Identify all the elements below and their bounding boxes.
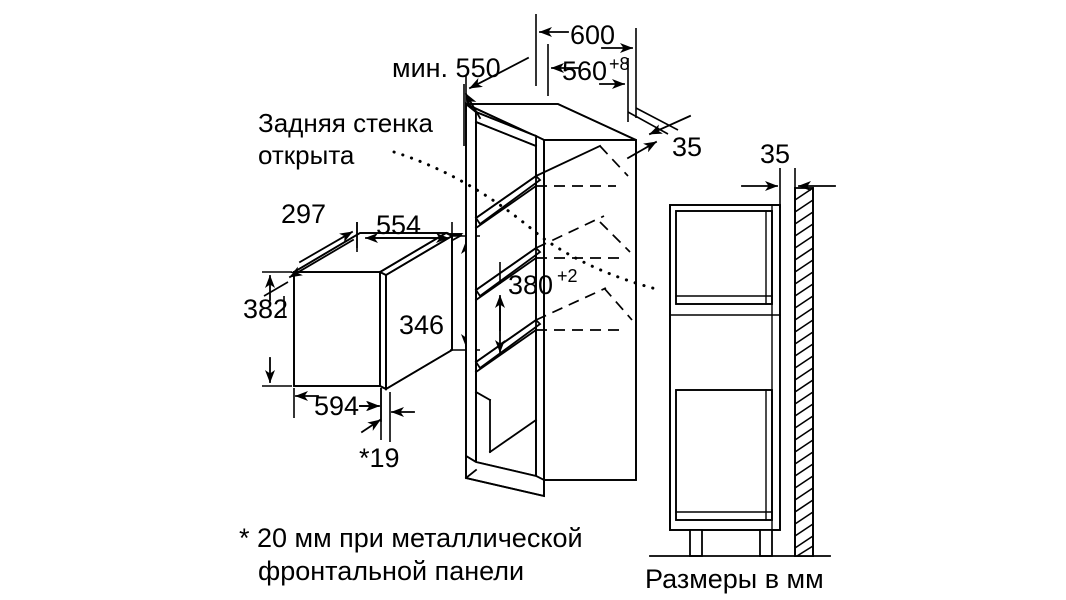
rear-wall-leader-dots bbox=[392, 150, 662, 292]
cabinet-shelf3-top bbox=[474, 318, 542, 370]
footnote-line2: фронтальной панели bbox=[258, 556, 524, 586]
side-wall bbox=[794, 187, 814, 557]
cabinet-shelf1-depth-top bbox=[534, 144, 602, 178]
dimension-top-35-label: 35 bbox=[672, 132, 702, 162]
dimension-554-group: 554 bbox=[356, 210, 453, 252]
cabinet-shelf2-front-top bbox=[474, 246, 538, 292]
side-upper-compartment bbox=[675, 210, 773, 305]
side-leg-left bbox=[689, 529, 703, 557]
side-leg-right bbox=[759, 529, 773, 557]
appliance-front-panel bbox=[293, 271, 381, 387]
dimension-600-group: 600 bbox=[535, 14, 637, 118]
dimension-554-label: 554 bbox=[376, 210, 421, 240]
dimension-380-label: 380 bbox=[508, 270, 553, 300]
cabinet-shelf3-front-bottom bbox=[474, 328, 538, 374]
cabinet-left-wall bbox=[465, 102, 477, 464]
appliance-door-seam-top bbox=[378, 270, 388, 277]
cabinet-shelf3-front-top bbox=[474, 318, 538, 364]
dimension-346-label: 346 bbox=[399, 310, 444, 340]
appliance-door-seam-bottom bbox=[378, 384, 388, 391]
cabinet-isometric-view bbox=[464, 102, 637, 498]
dimension-594-label: 594 bbox=[314, 391, 359, 421]
cabinet-shelf3-hidden-c bbox=[535, 287, 607, 321]
dimension-top-35-group: 35 bbox=[626, 107, 702, 162]
side-cabinet-outline bbox=[669, 204, 781, 531]
cabinet-plinth bbox=[465, 454, 545, 498]
dimension-wall-35-label: 35 bbox=[760, 139, 790, 169]
cabinet-front-right-stile bbox=[535, 134, 545, 482]
side-lower-compartment bbox=[675, 389, 773, 521]
cabinet-plinth-outline bbox=[465, 455, 545, 498]
cabinet-plinth-edge bbox=[464, 468, 478, 480]
side-wall-hatching bbox=[794, 187, 814, 557]
dimension-382-group: 382 bbox=[243, 271, 292, 387]
dimension-min550-group: мин. 550 bbox=[392, 53, 530, 146]
cabinet-lower-inner-diag bbox=[474, 390, 492, 402]
dimension-560-tolerance: +8 bbox=[609, 54, 630, 74]
dimension-382-label: 382 bbox=[243, 294, 288, 324]
rear-wall-label-line2: открыта bbox=[258, 140, 355, 170]
dimension-560-label: 560 bbox=[562, 56, 607, 86]
cabinet-shelf1-front-bottom bbox=[474, 184, 538, 230]
dimension-380-group: 380 +2 bbox=[495, 262, 578, 353]
cabinet-right-side-outline bbox=[543, 139, 637, 481]
cabinet-shelf2-front-bottom bbox=[474, 256, 538, 302]
cabinet-shelf2-hidden-b bbox=[599, 221, 631, 253]
dimension-19-group: *19 bbox=[359, 388, 415, 473]
cabinet-ceiling-front-edge bbox=[474, 110, 538, 138]
cabinet-shelf1-front-top bbox=[474, 174, 538, 220]
dimension-297-label: 297 bbox=[281, 199, 326, 229]
rear-wall-label-line1: Задняя стенка bbox=[258, 108, 433, 138]
dimension-560-group: 560 +8 bbox=[547, 44, 630, 122]
dimension-19-label: *19 bbox=[359, 443, 400, 473]
dimension-600-label: 600 bbox=[570, 20, 615, 50]
dimension-297-group: 297 bbox=[263, 199, 358, 318]
cabinet-shelf3-hidden-b bbox=[603, 287, 633, 321]
footnote-line1: * 20 мм при металлической bbox=[239, 523, 583, 553]
cabinet-ceiling-front-edge2 bbox=[474, 120, 538, 148]
dimension-min550-label: мин. 550 bbox=[392, 53, 501, 83]
cabinet-shelf2-hidden-c bbox=[535, 215, 605, 249]
units-note: Размеры в мм bbox=[645, 564, 824, 594]
cabinet-lower-floor-back bbox=[488, 418, 538, 454]
side-elevation-view bbox=[649, 187, 831, 557]
cabinet-shelf1-hidden-b bbox=[599, 145, 629, 177]
dimension-594-group: 594 bbox=[293, 388, 382, 422]
cabinet-shelf1-top bbox=[474, 174, 542, 226]
dimension-wall-35-group: 35 bbox=[741, 139, 836, 208]
dimension-380-tolerance: +2 bbox=[557, 266, 578, 286]
